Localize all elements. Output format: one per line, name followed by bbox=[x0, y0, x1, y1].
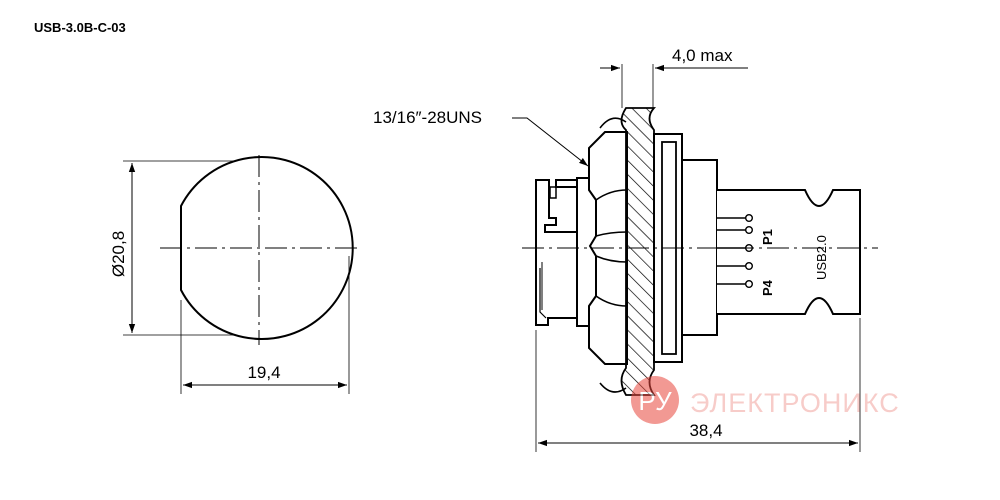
pcb-tail bbox=[717, 189, 861, 315]
panel-section bbox=[620, 107, 657, 396]
length-label: 38,4 bbox=[689, 421, 722, 440]
pin-1-dot bbox=[745, 213, 754, 222]
front-view-outline bbox=[180, 156, 354, 340]
watermark-logo-icon bbox=[631, 376, 679, 424]
pin-p1-label: P1 bbox=[760, 229, 775, 245]
front-view bbox=[123, 155, 358, 394]
usb-version-label: USB2.0 bbox=[814, 235, 829, 280]
side-view bbox=[512, 64, 878, 452]
watermark: РУ ЭЛЕКТРОНИКС bbox=[631, 376, 900, 424]
watermark-logo: РУ bbox=[638, 386, 672, 416]
pin-p4-label: P4 bbox=[760, 279, 775, 296]
width-front-label: 19,4 bbox=[247, 363, 280, 382]
thread-leader bbox=[512, 117, 589, 167]
diameter-label: Ø20,8 bbox=[109, 231, 128, 277]
watermark-text: ЭЛЕКТРОНИКС bbox=[690, 388, 900, 418]
pin-4-dot bbox=[745, 280, 754, 289]
panel-max-label: 4,0 max bbox=[672, 46, 733, 65]
pins bbox=[717, 213, 754, 289]
thread-label: 13/16″-28UNS bbox=[373, 108, 482, 127]
model-title: USB-3.0B-C-03 bbox=[34, 20, 126, 35]
